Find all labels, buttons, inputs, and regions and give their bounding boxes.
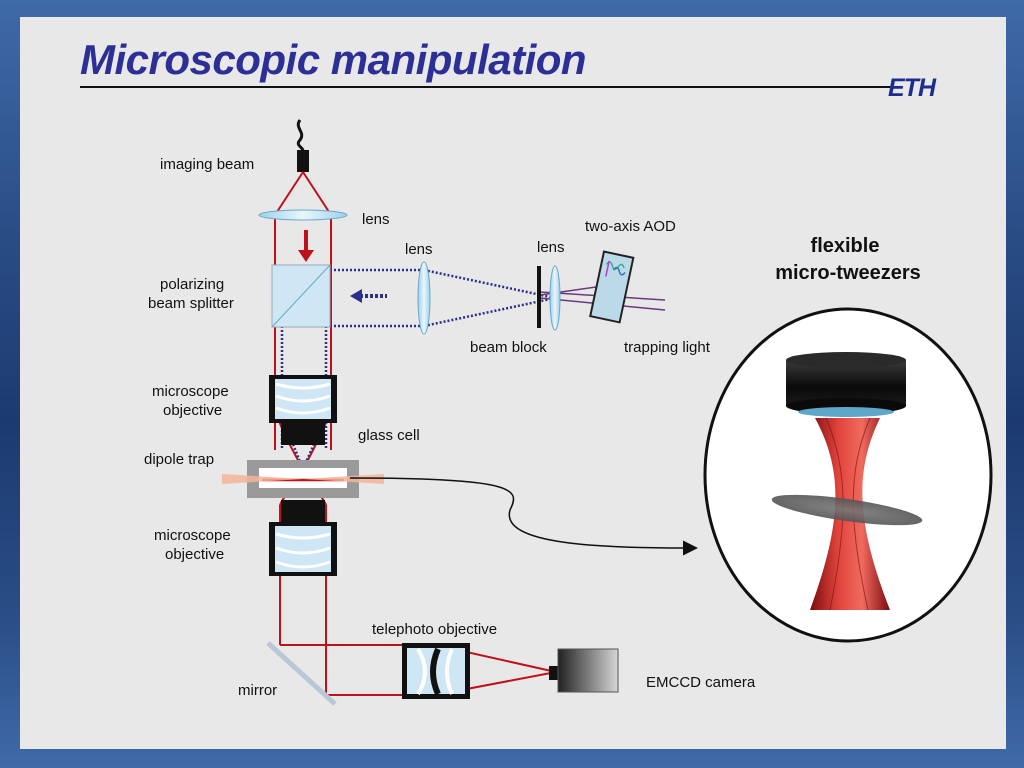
microscope-objective-bottom-icon: [269, 500, 337, 576]
lens-mid-icon: [417, 261, 431, 335]
camera-connector-icon: [549, 666, 559, 680]
emccd-camera-icon: [557, 648, 619, 693]
label-objective-bottom-2: objective: [165, 546, 224, 563]
label-lens-right: lens: [537, 239, 565, 256]
microscope-objective-top-icon: [269, 375, 337, 445]
tweezers-illustration-icon: [771, 352, 923, 611]
telephoto-objective-icon: [402, 643, 470, 699]
aod-icon: [589, 250, 635, 324]
label-glass-cell: glass cell: [358, 427, 420, 444]
label-imaging-beam: imaging beam: [160, 156, 254, 173]
dipole-trap-beam-right: [303, 474, 384, 484]
fiber-connector-icon: [297, 150, 309, 172]
label-micro-tweezers: micro-tweezers: [775, 262, 921, 284]
label-emccd-camera: EMCCD camera: [646, 674, 756, 691]
lens-right-icon: [549, 265, 561, 331]
slide-title: Microscopic manipulation: [80, 36, 587, 83]
label-objective-top-1: microscope: [152, 383, 229, 400]
left-arrow-head-icon: [350, 289, 362, 303]
mirror-icon: [266, 641, 337, 706]
label-dipole-trap: dipole trap: [144, 451, 214, 468]
dipole-trap-beam: [222, 474, 303, 484]
down-arrow-head-icon: [298, 250, 314, 262]
label-two-axis-aod: two-axis AOD: [585, 218, 676, 235]
lens-top-icon: [258, 209, 348, 221]
label-lens-mid: lens: [405, 241, 433, 258]
zoom-arrow-icon: [349, 477, 698, 556]
label-beam-splitter: beam splitter: [148, 295, 234, 312]
beam-splitter-diagonal: [271, 264, 331, 328]
label-telephoto-objective: telephoto objective: [372, 621, 497, 638]
beam-block-icon: [537, 266, 541, 328]
label-mirror: mirror: [238, 682, 277, 699]
label-lens-top: lens: [362, 211, 390, 228]
label-polarizing: polarizing: [160, 276, 224, 293]
eth-logo: ETH: [888, 74, 936, 102]
label-beam-block: beam block: [470, 339, 547, 356]
label-objective-bottom-1: microscope: [154, 527, 231, 544]
title-underline: [80, 86, 895, 88]
fiber-cable-icon: [296, 119, 305, 154]
label-trapping-light: trapping light: [624, 339, 711, 356]
label-flexible: flexible: [811, 235, 880, 257]
label-objective-top-2: objective: [163, 402, 222, 419]
